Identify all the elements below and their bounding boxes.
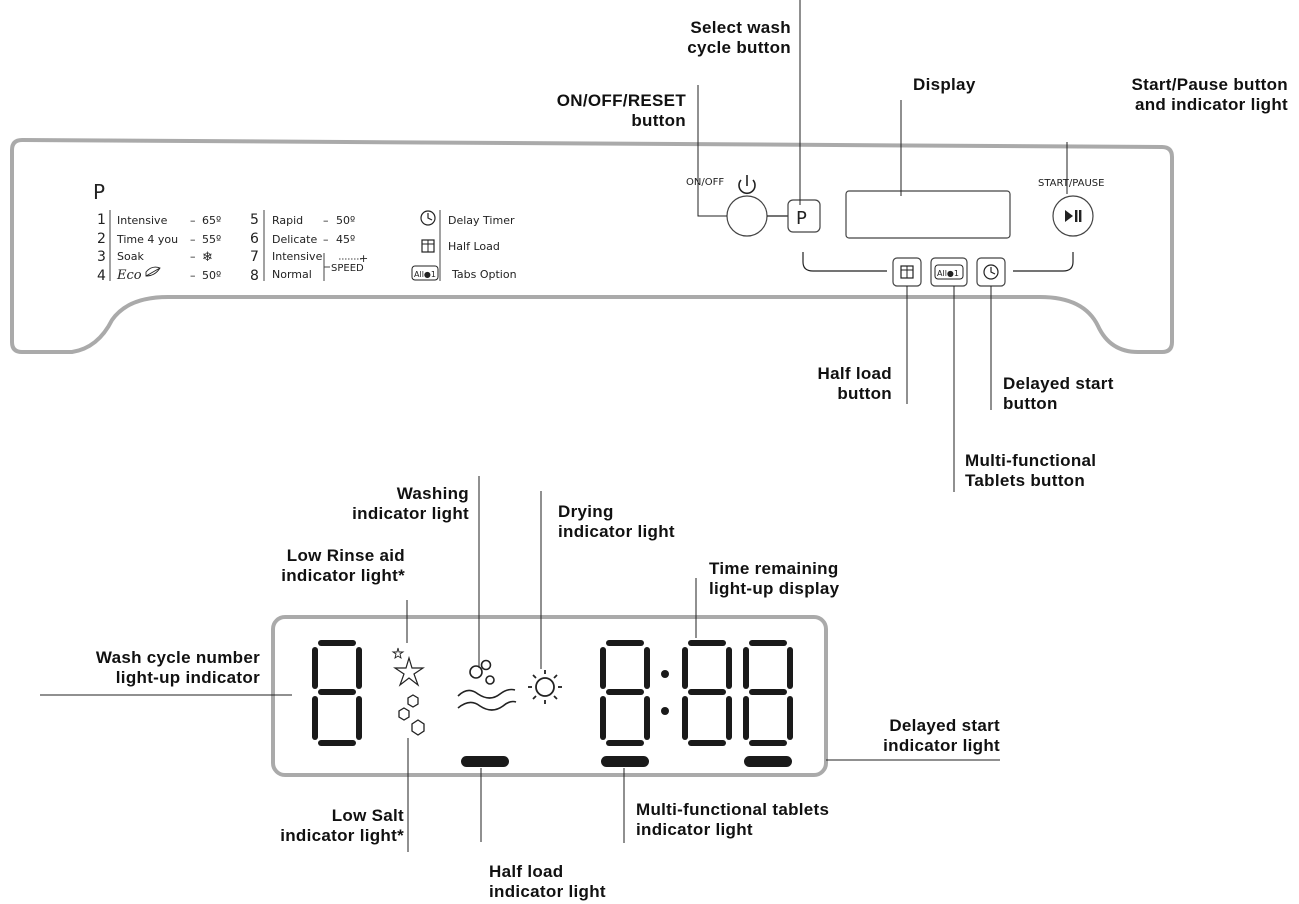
speed-label: SPEED bbox=[331, 263, 364, 274]
salt-icon bbox=[398, 694, 425, 736]
program-header: P bbox=[93, 180, 105, 204]
svg-text:Normal: Normal bbox=[272, 268, 312, 281]
clock-icon bbox=[420, 210, 436, 226]
svg-text:Delay Timer: Delay Timer bbox=[448, 214, 515, 227]
option-half-load: Half Load bbox=[421, 239, 500, 253]
svg-text:50º: 50º bbox=[202, 269, 221, 282]
display-window bbox=[845, 190, 1011, 239]
svg-text:7: 7 bbox=[250, 249, 259, 265]
clock-button-icon bbox=[983, 264, 999, 280]
svg-text:Intensive: Intensive bbox=[272, 250, 323, 263]
svg-text:3: 3 bbox=[97, 249, 106, 265]
tabs-button-text: All●1 bbox=[937, 269, 959, 278]
time-digit bbox=[682, 640, 732, 746]
svg-text:1: 1 bbox=[97, 212, 106, 228]
half-load-indicator-bar bbox=[461, 756, 509, 767]
svg-text:2: 2 bbox=[97, 231, 106, 247]
option-delay-timer: Delay Timer bbox=[420, 210, 515, 227]
callout-display: Display bbox=[913, 75, 976, 94]
svg-text:Intensive: Intensive bbox=[117, 214, 168, 227]
program-row: 3 Soak – ❄ bbox=[97, 249, 213, 265]
svg-text:Rapid: Rapid bbox=[272, 214, 303, 227]
power-icon bbox=[738, 175, 756, 195]
svg-text:–: – bbox=[323, 214, 329, 227]
top-leader-lines bbox=[697, 0, 1068, 492]
delayed-start-indicator-bar bbox=[744, 756, 792, 767]
svg-text:–: – bbox=[323, 233, 329, 246]
program-row: 4 Eco – 50º bbox=[97, 266, 221, 284]
svg-text:–: – bbox=[190, 233, 196, 246]
drying-sun-icon bbox=[528, 670, 562, 704]
svg-text:Eco: Eco bbox=[116, 268, 142, 283]
program-row: 5 Rapid – 50º bbox=[250, 212, 355, 228]
option-tabs: All●1 Tabs Option bbox=[411, 265, 517, 281]
colon-dot bbox=[661, 707, 669, 715]
svg-text:Tabs Option: Tabs Option bbox=[451, 268, 517, 281]
colon-dot bbox=[661, 670, 669, 678]
svg-text:55º: 55º bbox=[202, 233, 221, 246]
control-panel-outline bbox=[10, 137, 1174, 354]
svg-text:Soak: Soak bbox=[117, 250, 144, 263]
panel-controls: ON/OFF P START/PAUSE All●1 bbox=[686, 175, 1104, 287]
start-pause-label: START/PAUSE bbox=[1038, 178, 1104, 189]
svg-text:–: – bbox=[190, 214, 196, 227]
svg-text:4: 4 bbox=[97, 268, 106, 284]
program-list: P 1 Intensive – 65º 2 Time 4 you – 55º 3… bbox=[93, 180, 517, 284]
on-off-button[interactable] bbox=[726, 195, 768, 237]
program-row: 1 Intensive – 65º bbox=[97, 212, 221, 228]
snowflake-icon: ❄ bbox=[202, 250, 213, 265]
svg-text:–: – bbox=[190, 269, 196, 282]
leaf-icon bbox=[145, 266, 161, 277]
svg-text:Half Load: Half Load bbox=[448, 240, 500, 253]
svg-text:Delicate: Delicate bbox=[272, 233, 317, 246]
time-digit bbox=[743, 640, 793, 746]
svg-text:6: 6 bbox=[250, 231, 259, 247]
on-off-label: ON/OFF bbox=[686, 177, 724, 188]
program-row: 7 Intensive bbox=[250, 249, 323, 265]
half-load-button-icon bbox=[900, 265, 914, 279]
svg-text:Time 4 you: Time 4 you bbox=[116, 233, 178, 246]
select-program-button[interactable] bbox=[787, 199, 821, 233]
multi-tablets-indicator-bar bbox=[601, 756, 649, 767]
rinse-aid-icon bbox=[391, 647, 425, 687]
svg-text:–: – bbox=[190, 250, 196, 263]
program-row: 6 Delicate – 45º bbox=[250, 231, 355, 247]
program-row: 2 Time 4 you – 55º bbox=[97, 231, 221, 247]
p-button-label: P bbox=[796, 208, 807, 229]
program-row: 8 Normal bbox=[250, 268, 312, 284]
tabs-icon bbox=[411, 265, 439, 281]
bottom-leader-lines bbox=[40, 476, 1000, 852]
svg-text:50º: 50º bbox=[336, 214, 355, 227]
svg-text:45º: 45º bbox=[336, 233, 355, 246]
wash-cycle-digit bbox=[312, 640, 362, 746]
svg-text:All●1: All●1 bbox=[414, 270, 436, 279]
time-digit bbox=[600, 640, 650, 746]
svg-text:65º: 65º bbox=[202, 214, 221, 227]
washing-icon bbox=[457, 659, 517, 711]
lcd-display-outline bbox=[271, 615, 828, 777]
lcd-segments bbox=[312, 640, 793, 767]
svg-text:+: + bbox=[359, 252, 368, 265]
svg-text:5: 5 bbox=[250, 212, 259, 228]
svg-text:8: 8 bbox=[250, 268, 259, 284]
play-pause-icon bbox=[1065, 210, 1073, 222]
